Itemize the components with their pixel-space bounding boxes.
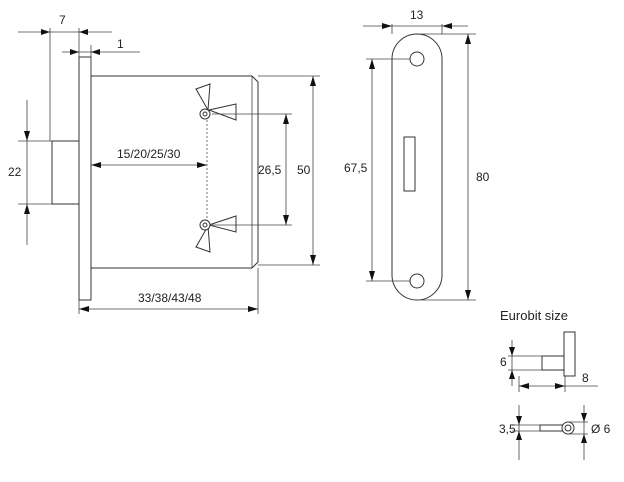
- dim-faceplate-width-label: 7: [59, 13, 66, 27]
- dim-backset: 15/20/25/30: [91, 147, 207, 168]
- dim-body-depth: 33/38/43/48: [78, 268, 259, 314]
- eurobit-side-view: [508, 331, 576, 377]
- dim-body-height-label: 50: [297, 163, 311, 177]
- key-lever-upper: [195, 83, 237, 121]
- dim-strike-width: 13: [363, 8, 468, 34]
- dim-cylinder-height: 22: [8, 100, 52, 245]
- dim-faceplate-offset: 1: [62, 37, 140, 76]
- dim-eurobit-shank: 3,5: [499, 405, 522, 460]
- dim-strike-hole-spacing: 67,5: [344, 58, 410, 282]
- lock-side-view: 7 1 22 15/20/25/30: [8, 13, 320, 314]
- dim-cylinder-height-label: 22: [8, 165, 22, 179]
- dim-backset-label: 15/20/25/30: [117, 147, 181, 161]
- dim-faceplate-width: 7: [18, 13, 112, 141]
- dim-strike-width-label: 13: [410, 8, 424, 22]
- dim-eurobit-length-label: 8: [582, 371, 589, 385]
- eurobit-title: Eurobit size: [500, 308, 568, 323]
- key-lever-lower: [195, 215, 237, 253]
- strike-slot: [403, 136, 416, 192]
- faceplate: [78, 56, 92, 301]
- strike-plate-view: 13 67,5 80: [344, 8, 490, 301]
- strike-plate: [391, 33, 443, 301]
- cylinder-stub: [51, 140, 80, 205]
- dim-key-spacing: 26,5: [212, 113, 292, 226]
- dim-faceplate-offset-label: 1: [117, 37, 124, 51]
- dim-strike-hole-spacing-label: 67,5: [344, 161, 368, 175]
- dim-eurobit-length: 8: [518, 371, 598, 392]
- dim-body-height: 50: [258, 75, 320, 266]
- dim-eurobit-diameter-label: Ø 6: [591, 422, 611, 436]
- dim-eurobit-height-label: 6: [500, 355, 507, 369]
- dim-key-spacing-label: 26,5: [258, 163, 282, 177]
- dim-eurobit-diameter: Ø 6: [568, 405, 611, 460]
- dim-body-depth-label: 33/38/43/48: [138, 291, 202, 305]
- eurobit-top-view: [512, 421, 575, 435]
- dim-strike-height: 80: [420, 33, 490, 301]
- dim-eurobit-shank-label: 3,5: [499, 422, 516, 436]
- eurobit-detail: Eurobit size 6 8: [499, 308, 611, 460]
- dim-strike-height-label: 80: [476, 170, 490, 184]
- dim-eurobit-height: 6: [500, 340, 515, 386]
